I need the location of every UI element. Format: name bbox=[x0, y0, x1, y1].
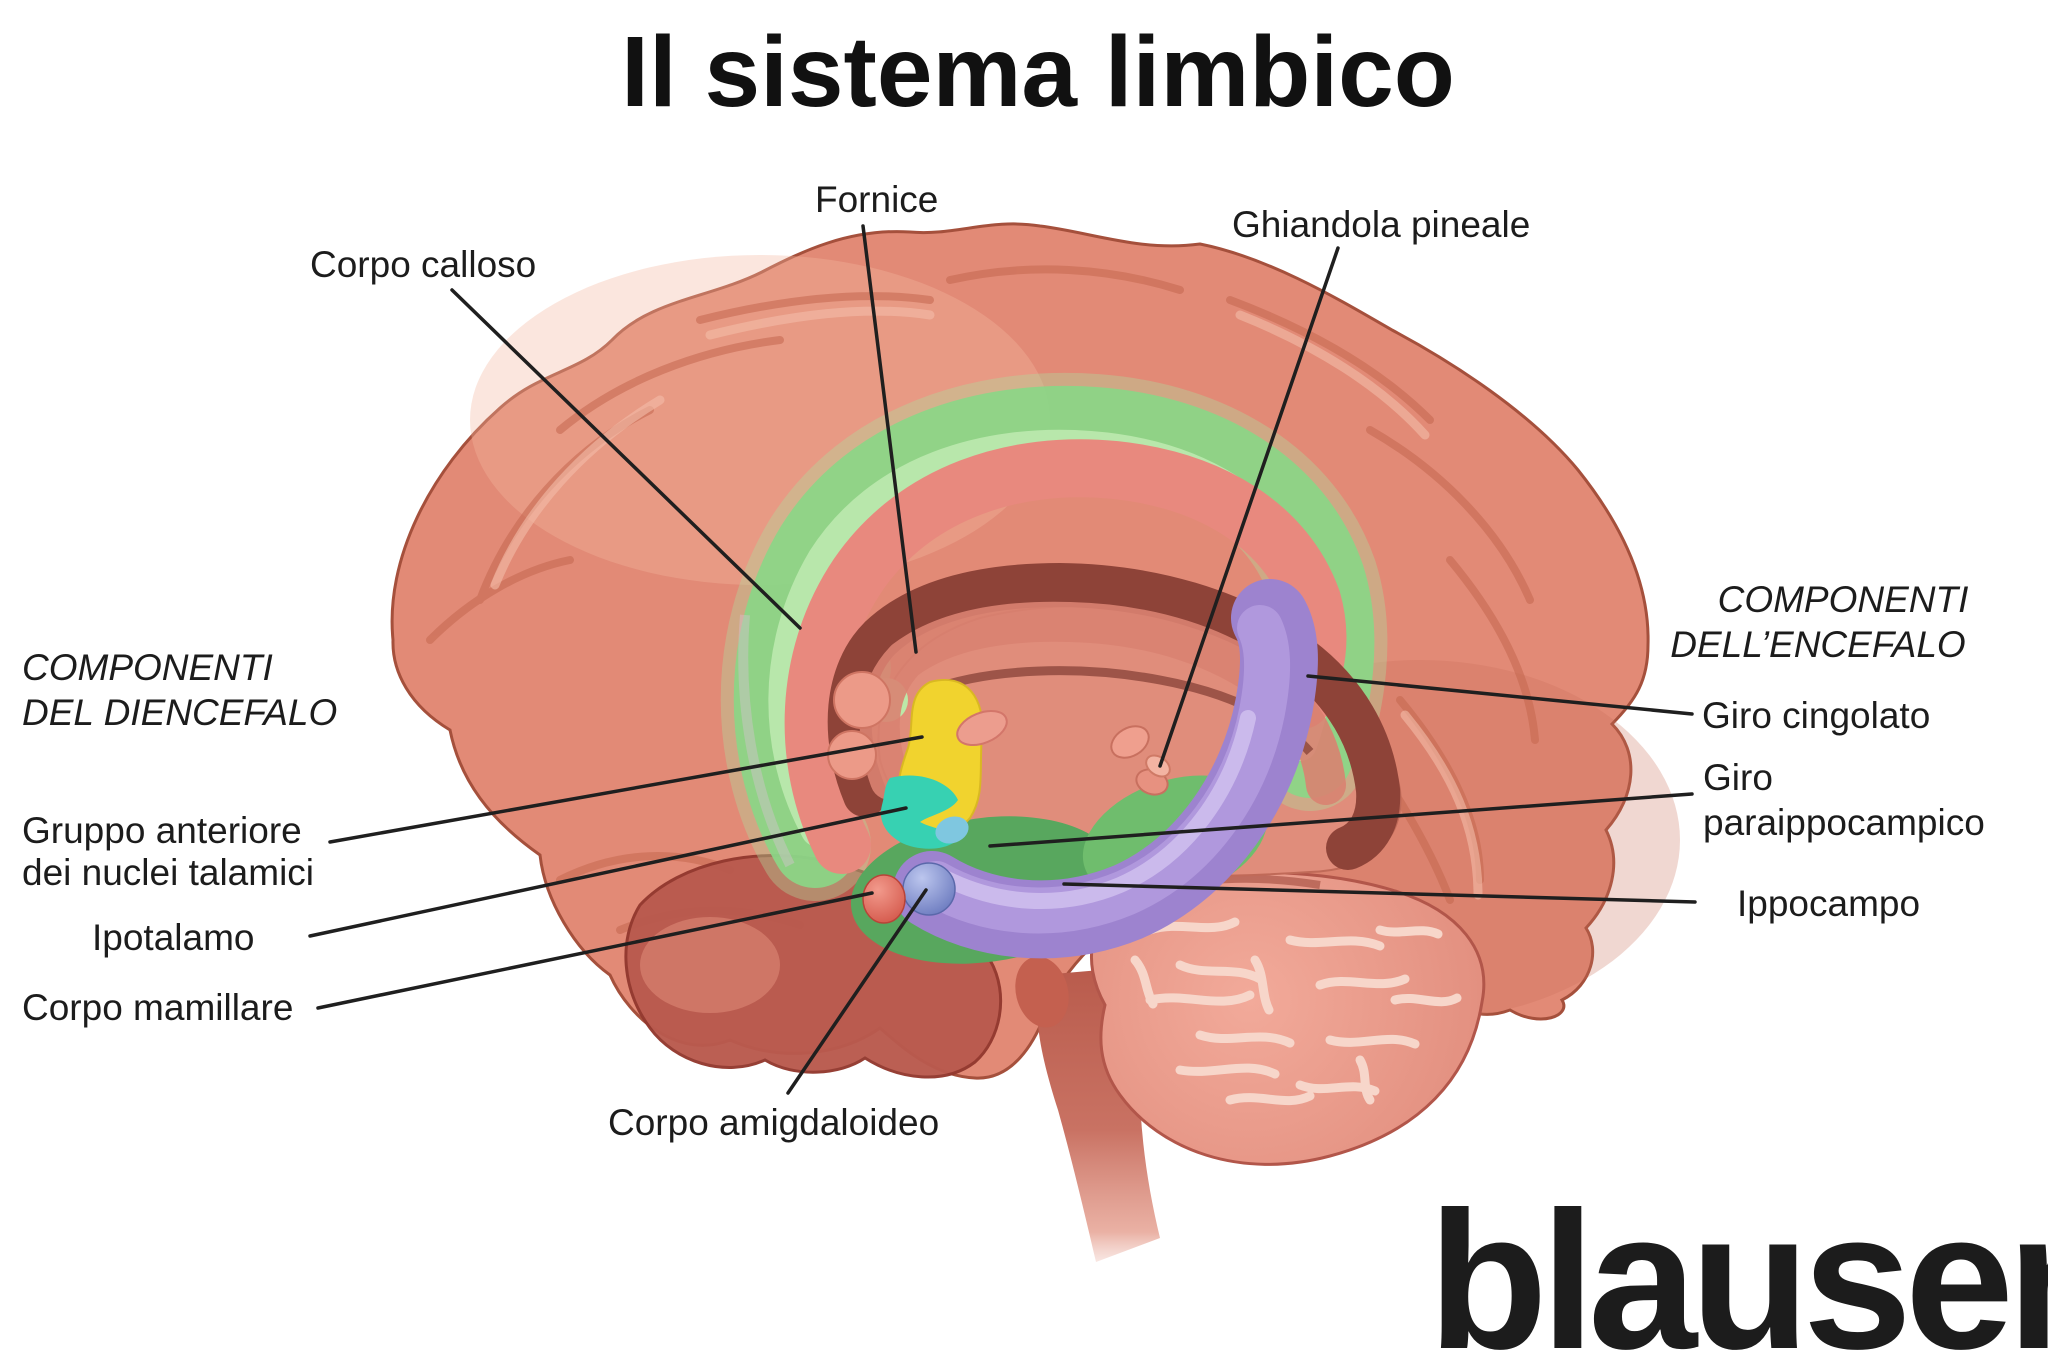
leader-ippocampo bbox=[1062, 882, 1697, 904]
gyri-highlights bbox=[490, 306, 1483, 900]
leader-giro-paraippocampico bbox=[988, 792, 1694, 848]
leader-giro-cingolato bbox=[1306, 674, 1694, 716]
pons bbox=[1015, 956, 1069, 1028]
cingulate-gyrus-band bbox=[784, 439, 1347, 874]
label-ghiandola-pineale: Ghiandola pineale bbox=[1232, 204, 1530, 245]
leader-lines bbox=[308, 224, 1697, 1095]
leader-ipotalamo bbox=[308, 806, 908, 938]
label-ippocampo: Ippocampo bbox=[1737, 883, 1920, 924]
leader-gruppo-anteriore bbox=[328, 735, 924, 844]
brain-illustration bbox=[390, 222, 1680, 1262]
label-ipotalamo: Ipotalamo bbox=[92, 917, 255, 958]
leader-corpo-mamillare bbox=[316, 891, 874, 1010]
label-corpo-mamillare: Corpo mamillare bbox=[22, 987, 293, 1028]
label-giro-cingolato: Giro cingolato bbox=[1702, 695, 1930, 736]
label-giro-paraippocampico-line2: paraippocampico bbox=[1703, 802, 1985, 843]
label-corpo-amigdaloideo: Corpo amigdaloideo bbox=[608, 1102, 939, 1143]
blausen-watermark: blausen bbox=[1428, 1171, 2048, 1363]
label-gruppo-anteriore-line1: Gruppo anteriore bbox=[22, 810, 302, 851]
label-giro-paraippocampico-line1: Giro bbox=[1703, 757, 1773, 798]
label-corpo-calloso: Corpo calloso bbox=[310, 244, 536, 285]
leader-corpo-amigdaloideo bbox=[786, 888, 928, 1095]
header-componenti-encefalo-line2: DELL’ENCEFALO bbox=[1670, 624, 1965, 665]
header-componenti-diencefalo-line2: DEL DIENCEFALO bbox=[22, 692, 337, 733]
interthalamic-nucleus-oval bbox=[956, 710, 1008, 746]
leader-corpo-calloso bbox=[450, 288, 802, 630]
light-blue-nucleus bbox=[935, 816, 969, 844]
header-componenti-diencefalo-line1: COMPONENTI bbox=[22, 647, 273, 688]
leader-ghiandola-pineale bbox=[1158, 246, 1340, 768]
leader-fornice bbox=[861, 224, 918, 654]
mammillary-body bbox=[862, 874, 906, 924]
corpus-callosum bbox=[827, 562, 1401, 870]
page-title: Il sistema limbico bbox=[621, 16, 1455, 128]
header-componenti-encefalo-line1: COMPONENTI bbox=[1718, 579, 1969, 620]
label-fornice: Fornice bbox=[815, 179, 938, 220]
amygdala bbox=[902, 862, 956, 916]
label-gruppo-anteriore-line2: dei nuclei talamici bbox=[22, 852, 314, 893]
temporal-lobe-highlight bbox=[640, 917, 780, 1013]
